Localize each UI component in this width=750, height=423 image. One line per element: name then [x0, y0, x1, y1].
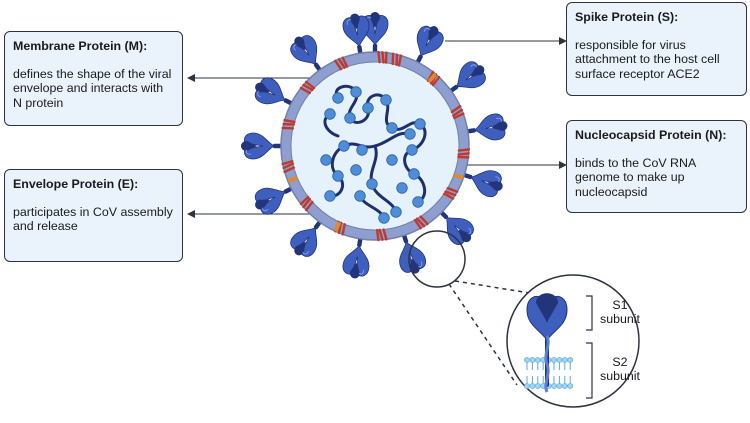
- s2-name: S2: [612, 355, 628, 369]
- nucleocapsid-bead: [362, 102, 374, 114]
- nucleocapsid-protein-title: Nucleocapsid Protein (N):: [575, 128, 727, 142]
- nucleocapsid-protein-callout: Nucleocapsid Protein (N): binds to the C…: [566, 120, 747, 213]
- membrane-protein: [389, 52, 403, 67]
- spike-protein-title: Spike Protein (S):: [575, 10, 679, 24]
- nucleocapsid-bead: [390, 206, 402, 218]
- nucleocapsid-bead: [338, 140, 350, 152]
- s1-word: subunit: [600, 312, 640, 326]
- nucleocapsid-bead: [386, 154, 398, 166]
- envelope-proteins: [287, 73, 464, 232]
- zoom-source-circle: [408, 230, 466, 288]
- membrane-protein: [376, 50, 389, 64]
- membrane-protein: [457, 147, 471, 160]
- s2-subunit-label: S2 subunit: [594, 355, 646, 383]
- envelope-protein: [287, 176, 298, 183]
- nucleocapsid-bead: [350, 86, 362, 98]
- nucleocapsid-bead: [324, 190, 336, 202]
- envelope-protein-description: participates in CoV assembly and release: [13, 204, 173, 234]
- nucleocapsid-protein-description: binds to the CoV RNA genome to make up n…: [575, 155, 696, 199]
- membrane-protein-callout: Membrane Protein (M): defines the shape …: [4, 31, 183, 126]
- nucleocapsid-bead: [324, 108, 336, 120]
- envelope-protein: [333, 221, 341, 232]
- zoom-connector-upper: [454, 280, 531, 294]
- spike-protein-description: responsible for virus attachment to the …: [575, 37, 720, 81]
- nucleocapsid-bead: [412, 196, 424, 208]
- s1-subunit-label: S1 subunit: [594, 298, 646, 326]
- membrane-protein-description: defines the shape of the viral envelope …: [13, 66, 172, 110]
- envelope-protein-callout: Envelope Protein (E): participates in Co…: [4, 169, 183, 262]
- nucleocapsid-bead: [378, 212, 390, 224]
- nucleocapsid-proteins: [320, 86, 426, 224]
- enlarged-spike-protein: [526, 293, 568, 393]
- nucleocapsid-bead: [332, 92, 344, 104]
- nucleocapsid-bead: [356, 144, 368, 156]
- nucleocapsid-bead: [386, 122, 398, 134]
- s1-bracket: [586, 295, 593, 331]
- envelope-protein: [453, 173, 464, 180]
- spike-protein-callout: Spike Protein (S): responsible for virus…: [566, 2, 747, 96]
- envelope-protein-title: Envelope Protein (E):: [13, 177, 139, 191]
- s2-word: subunit: [600, 369, 640, 383]
- nucleocapsid-bead: [380, 94, 392, 106]
- nucleocapsid-bead: [404, 128, 416, 140]
- nucleocapsid-bead: [406, 144, 418, 156]
- nucleocapsid-bead: [408, 168, 420, 180]
- nucleocapsid-bead: [344, 112, 356, 124]
- nucleocapsid-bead: [354, 190, 366, 202]
- s2-bracket: [586, 342, 593, 399]
- nucleocapsid-bead: [332, 170, 344, 182]
- nucleocapsid-bead: [366, 178, 378, 190]
- nucleocapsid-bead: [320, 154, 332, 166]
- envelope-protein: [428, 73, 437, 83]
- nucleocapsid-bead: [350, 164, 362, 176]
- membrane-protein: [281, 118, 296, 132]
- nucleocapsid-bead: [396, 182, 408, 194]
- s1-name: S1: [612, 298, 628, 312]
- nucleocapsid-bead: [414, 118, 426, 130]
- membrane-protein-title: Membrane Protein (M):: [13, 39, 148, 53]
